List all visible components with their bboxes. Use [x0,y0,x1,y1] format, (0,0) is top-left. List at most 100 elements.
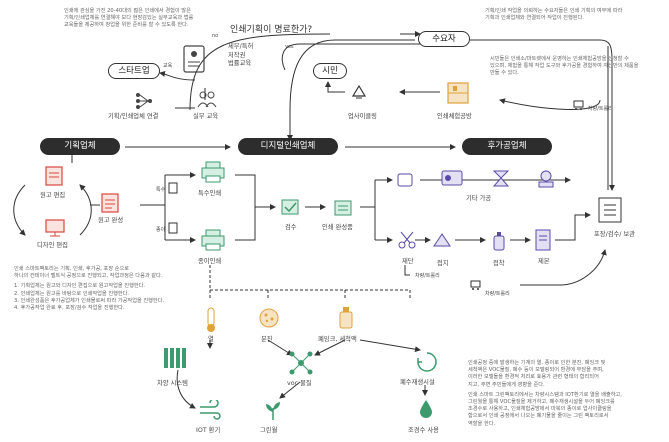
education-item: 세무/특허 [228,43,254,50]
citizen-node[interactable]: 시민 [313,63,347,79]
recycle-icon [417,352,437,372]
monitor-icon [45,219,65,237]
ink-bottle-icon [339,307,353,329]
note-line: 조경수로 사용하고, 인쇄체험공방에서 마북의 종이로 업사이클링을 [468,406,612,413]
other-post-label: 기타 가공 [466,195,492,202]
workshop-label: 인쇄체험공방 [437,113,472,120]
note-line: 기획과 인쇄업체와 연결되어 작업이 진행된다. [485,15,584,22]
note-line: 하나의 컨테이너 벨트식 공정으로 진행되고, 작업과정은 다음과 같다. [14,273,163,280]
binding-label: 접착 [493,260,505,267]
transport-label: 차량/트롤리 [415,273,440,279]
molecule-icon [289,351,313,375]
education-icon [183,45,205,73]
practice-label: 실무 교육 [193,113,219,120]
dust-label: 분진 [261,336,273,343]
pack-label: 포장/검수/ 보관 [594,231,636,238]
inspection-icon [281,199,299,215]
question-label: 인쇄기획이 명료한가? [230,25,313,35]
checklist-icon [598,197,622,223]
people-icon [197,91,217,108]
inspection-label: 검수 [285,224,297,231]
note-line: 함으로서 인쇄 공정에서 나오는 폐기물을 줄이는 그린 팩토리로서 [468,413,609,420]
note-line: 있으며, 체험을 통해 작업 도구와 후가공을 경험하여 자신만의 제품을 [490,63,639,70]
dust-icon [259,308,279,328]
stamp-icon [538,170,554,188]
note-line: 인쇄에 관심을 가진 20-40대의 젊은 인쇄에서 경험이 많은 [64,8,191,14]
post-company-header[interactable]: 후가공업체 [462,138,552,155]
bookbinding-label: 제본 [538,258,550,265]
ink-label: 폐잉크, 세척액 [318,336,357,343]
note-line: 2. 인쇄업체는 원고를 바탕으로 인쇄작업을 진행한다. [14,290,130,297]
network-icon [136,93,152,109]
folding-label: 접지 [437,260,449,267]
printed-stack-icon [334,200,352,216]
note-line: 세척액은 VOC물질, 폐수 등이 모델링되어 환경에 부담을 주며, [468,367,604,374]
paper-stack-icon [168,222,178,234]
note-line: 4. 후가공작업 완료 후, 포장/검수 작업을 진행한다. [14,305,125,312]
manuscript-done-label: 원고 완성 [98,217,124,224]
note-top-right: 기획/인쇄 작업을 의뢰하는 수요자들은 인쇄 기획의 여부에 따라 기획과 인… [485,8,665,22]
education-item: 법률교육 [228,60,252,67]
note-bottom-right: 인쇄공정 중에 발생하는 기계의 열, 종이로 인한 분진, 폐잉크 및 세척액… [468,360,663,428]
note-line: 인쇄공정 중에 발생하는 기계의 열, 종이로 인한 분진, 폐잉크 및 [468,360,606,366]
note-line: 만들 수 있다. [490,70,519,77]
workshop-icon [447,82,469,104]
planning-company-header[interactable]: 기획업체 [40,138,120,155]
voc-label: voc 물질 [287,380,312,387]
printer-icon [201,161,225,183]
yes-label: yes [285,44,294,50]
press-icon [492,170,510,187]
printer-icon [201,229,225,251]
note-line: 인쇄 스마트 그린팩토리에서는 차량시스템과 IOT환기로 열을 배출하고, [468,391,622,398]
paper-small-label: 종이 [156,227,166,233]
note-line: 1. 기획업체는 원고와 디자인 편집으로 원고작업을 진행한다. [14,283,146,290]
design-edit-label: 디자인 편집 [37,242,68,249]
digital-company-header[interactable]: 디지털인쇄업체 [238,138,338,155]
special-print-label: 특수인쇄 [198,190,222,197]
document-icon [45,166,63,186]
wind-icon [200,400,221,420]
glue-icon [493,232,505,251]
water-drop-icon [420,400,432,418]
note-line: 기획/인쇄업체를 연결해야 보다 현장감있는 실무교육과 법률 [64,15,194,22]
trolley-icon [470,280,481,290]
heat-label: 열 [208,336,214,343]
upcycle-icon [351,84,367,99]
plant-icon [266,402,280,420]
cutting-label: 재단 [402,258,414,265]
note-line: 교육들을 제공하여 창업을 위한 준비를 할 수 있도록 한다. [64,22,189,29]
awning-icon [164,348,186,368]
connect-label: 기획/인쇄업체 연결 [108,113,159,120]
wastewater-label: 폐수재생시설 [400,379,435,386]
education-group-label: 세무/특허 저작권 법률교육 [228,43,253,69]
note-line: 3. 인쇄완성품은 후가공업체가 인쇄물로써 따라 가공작업을 진행한다. [14,297,165,304]
document-done-icon [101,193,119,213]
note-line: 이러한 모델들을 환경적 처리로 효용가 관련 형태의 합리되어 [468,374,599,381]
paper-stack-icon [168,182,178,194]
iot-label: IOT 환기 [196,427,221,434]
id-card-icon [441,170,463,186]
note-line: 인쇄 스마트팩토리는 기획, 인쇄, 후가공, 포장 순으로 [14,266,130,272]
note-line: 기획/인쇄 작업을 의뢰하는 수요자들은 인쇄 기획의 여부에 따라 [485,8,623,14]
startup-node[interactable]: 스타트업 [108,63,160,79]
manuscript-edit-label: 원고 편집 [40,192,66,199]
note-line: 지고, 주변 주민들에게 영향을 준다. [468,381,545,388]
transport-label: 차량/트롤리 [485,291,510,297]
note-left-middle: 인쇄 스마트팩토리는 기획, 인쇄, 후가공, 포장 순으로 하나의 컨테이너 … [14,266,199,312]
note-citizen: 시민들은 인쇄소/마트렛에서 운영하는 인쇄체험공방을 신청할 수 있으며, 체… [490,56,665,78]
transport-label: 차량/트롤리 [588,106,613,112]
car-system-label: 차양 시스템 [157,380,188,387]
print-done-label: 인쇄 완성품 [322,224,353,231]
no-label: no [212,33,219,39]
demander-node[interactable]: 수요자 [418,31,470,47]
paper-print-label: 종이인쇄 [198,258,222,265]
roll-icon [397,173,413,187]
fold-icon [433,233,451,247]
thermometer-icon [207,307,215,332]
book-icon [535,229,551,251]
education-label: 교육 [163,63,173,69]
greenwall-label: 그린월 [260,427,278,434]
education-item: 저작권 [228,51,246,59]
landscape-label: 조경수 사용 [408,427,439,434]
